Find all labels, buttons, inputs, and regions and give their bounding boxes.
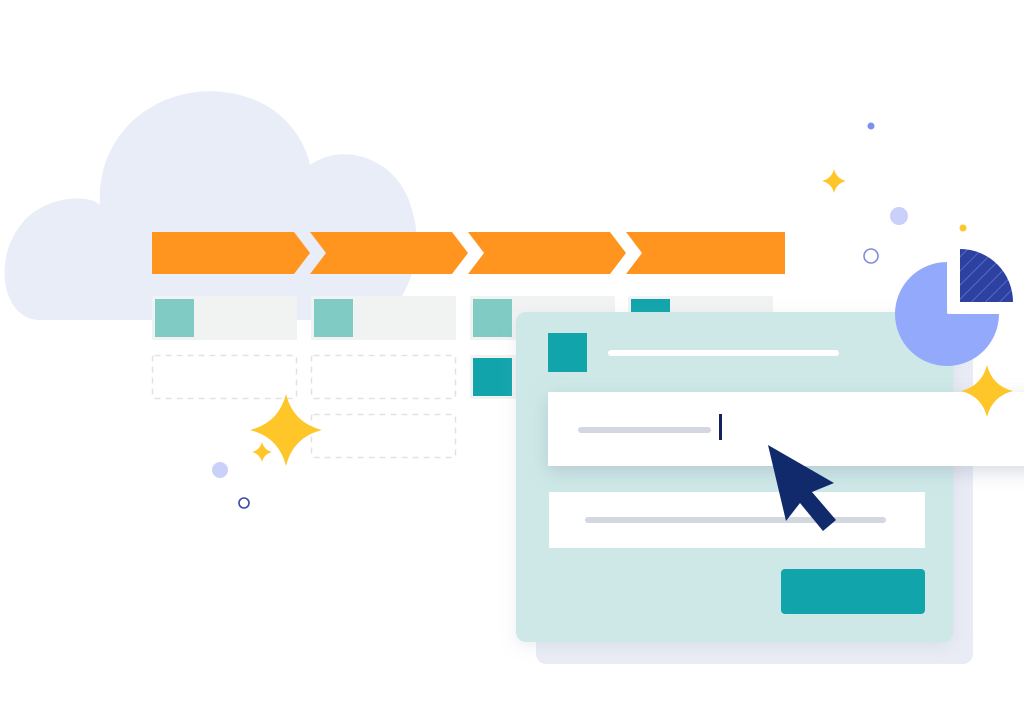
pipeline-card[interactable] [152, 296, 297, 340]
pipeline-stage-3 [468, 232, 626, 274]
secondary-text-field[interactable] [549, 492, 925, 548]
pipeline-card-empty [310, 354, 457, 400]
mouse-pointer-icon [768, 445, 836, 531]
text-cursor-icon [719, 414, 722, 440]
cloud-icon [4, 91, 417, 320]
pipeline-card-empty [151, 354, 298, 400]
decorative-dots [212, 122, 967, 509]
ring [863, 248, 879, 264]
sparkle-icon [822, 169, 846, 193]
card-tag [473, 358, 512, 396]
card-tag [314, 299, 353, 337]
sparkle-icon [250, 394, 322, 466]
dot [890, 207, 908, 225]
active-text-field[interactable] [548, 392, 1024, 466]
pipeline-stage-1 [152, 232, 310, 274]
dot [212, 462, 228, 478]
sparkles [250, 169, 1013, 466]
form-header-avatar [548, 333, 587, 372]
form-title-placeholder [608, 350, 839, 356]
sparkle-icon [252, 442, 272, 462]
pipeline-stage-2 [310, 232, 468, 274]
sparkle-icon [961, 365, 1013, 417]
dot [959, 224, 967, 232]
card-tag [155, 299, 194, 337]
field-placeholder-line [585, 517, 886, 523]
submit-button[interactable] [781, 569, 925, 614]
field-placeholder-line [578, 427, 711, 433]
pipeline-card[interactable] [311, 296, 456, 340]
pie-chart-icon [895, 249, 1013, 366]
pipeline-card-empty [310, 413, 457, 459]
card-tag [473, 299, 512, 337]
ring [238, 497, 250, 509]
dot [867, 122, 875, 130]
pipeline-stage-4 [626, 232, 785, 274]
pipeline-stages [152, 232, 785, 274]
